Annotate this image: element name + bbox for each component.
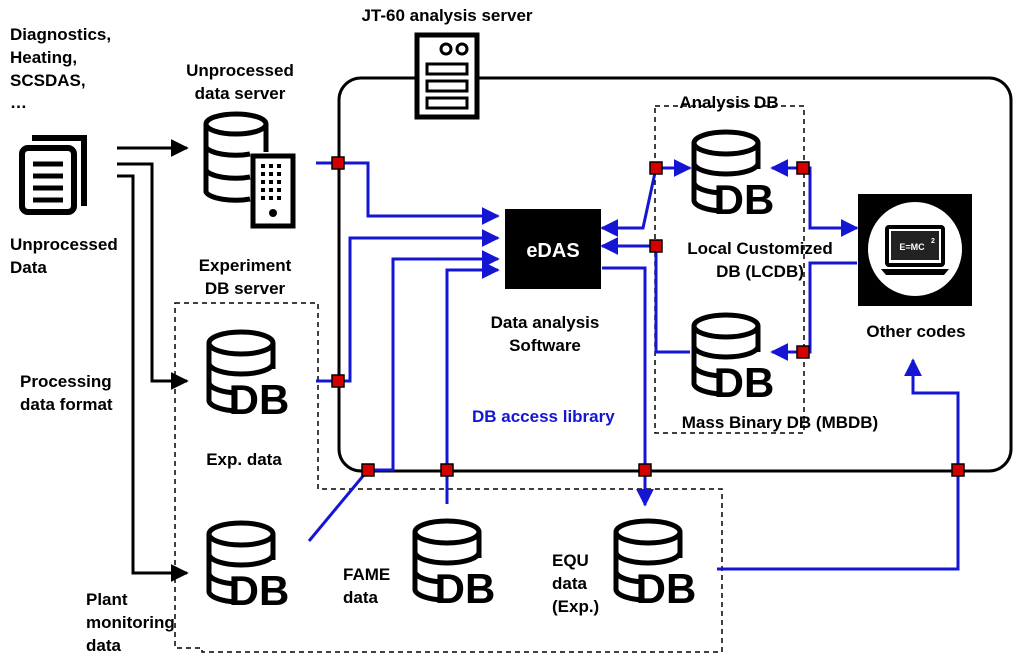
connector	[331, 374, 345, 388]
source-line-3: SCSDAS,	[10, 71, 86, 90]
connector	[440, 463, 454, 477]
jt60-server-title: JT-60 analysis server	[361, 6, 532, 25]
source-line-1: Diagnostics,	[10, 25, 111, 44]
other-codes-label: Other codes	[866, 322, 965, 341]
edas-box	[505, 209, 601, 289]
equ-data-db-icon	[616, 521, 696, 612]
unprocessed-data-line-2: Data	[10, 258, 47, 277]
mbdb-db-icon	[694, 315, 774, 406]
connector	[649, 161, 663, 175]
mbdb-label: Mass Binary DB (MBDB)	[682, 413, 878, 432]
connector	[951, 463, 965, 477]
software-line-2: Software	[509, 336, 581, 355]
experiment-server-line-2: DB server	[205, 279, 286, 298]
connector	[796, 161, 810, 175]
unprocessed-server-line-1: Unprocessed	[186, 61, 294, 80]
fame-line-1: FAME	[343, 565, 390, 584]
source-line-4: …	[10, 93, 27, 112]
connector	[361, 463, 375, 477]
plant-line-3: data	[86, 636, 122, 655]
unprocessed-server-icon	[203, 111, 296, 229]
processing-line-1: Processing	[20, 372, 112, 391]
unprocessed-data-line-1: Unprocessed	[10, 235, 118, 254]
lcdb-line-1: Local Customized	[687, 239, 832, 258]
edas-label: eDAS	[526, 240, 579, 262]
formula-text: E=MC	[899, 242, 925, 252]
processing-line-2: data format	[20, 395, 113, 414]
equ-line-2: data	[552, 574, 588, 593]
fame-line-2: data	[343, 588, 379, 607]
connectors	[331, 156, 965, 477]
other-codes-panel: E=MC 2	[858, 194, 972, 306]
exp-data-label: Exp. data	[206, 450, 282, 469]
lcdb-line-2: DB (LCDB)	[716, 262, 804, 281]
jt60-server-icon	[414, 32, 480, 120]
experiment-server-line-1: Experiment	[199, 256, 292, 275]
software-line-1: Data analysis	[491, 313, 600, 332]
lcdb-db-icon	[694, 132, 774, 223]
raw-data-flow	[117, 139, 189, 582]
source-line-2: Heating,	[10, 48, 77, 67]
analysis-server-frame	[337, 76, 1013, 473]
analysis-db-title: Analysis DB	[679, 93, 778, 112]
exp-data-db-icon	[209, 332, 289, 423]
connector	[649, 239, 663, 253]
plant-line-1: Plant	[86, 590, 128, 609]
experiment-db-frame	[174, 302, 723, 653]
db-access-library-label: DB access library	[472, 407, 615, 426]
fame-data-db-icon	[415, 521, 495, 612]
analysis-db-frame	[654, 105, 805, 434]
unprocessed-server-line-2: data server	[195, 84, 286, 103]
formula-exponent: 2	[931, 238, 935, 245]
connector	[331, 156, 345, 170]
equ-line-1: EQU	[552, 551, 589, 570]
plant-data-db-icon	[209, 523, 289, 614]
document-stack-icon	[22, 138, 84, 212]
plant-line-2: monitoring	[86, 613, 175, 632]
connector	[796, 345, 810, 359]
connector	[638, 463, 652, 477]
equ-line-3: (Exp.)	[552, 597, 599, 616]
